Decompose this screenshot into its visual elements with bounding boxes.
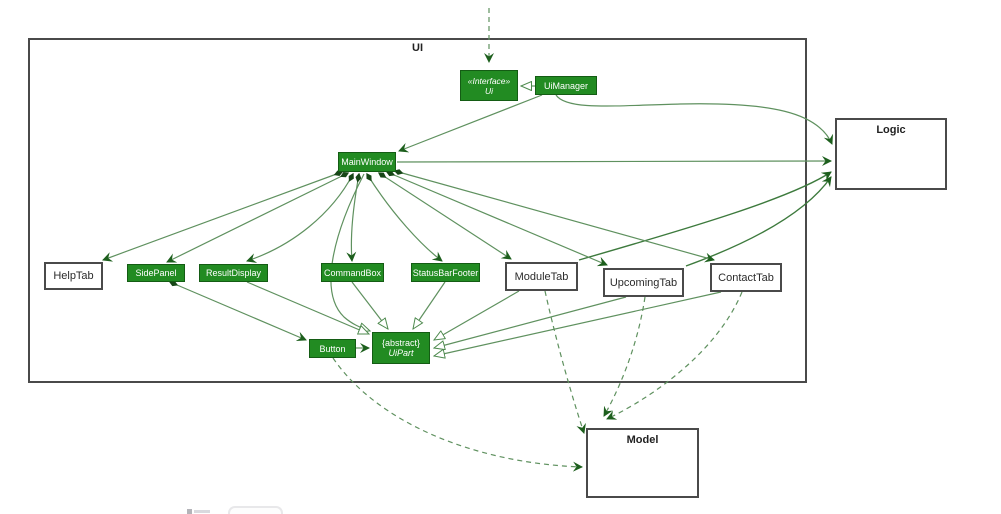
class-mainwindow: MainWindow [338,152,396,172]
model-component-box: Model [586,428,699,498]
ui-package-frame: UI [28,38,807,383]
button-name: Button [319,343,346,354]
helptab-name: HelpTab [53,270,94,282]
class-resultdisplay: ResultDisplay [199,264,268,282]
edge-mainwindow-uipart [330,173,370,331]
contacttab-name: ContactTab [718,271,774,284]
edge-moduletab-uipart [434,290,520,340]
edge-mainwindow-helptab [102,170,344,262]
class-contacttab: ContactTab [710,263,782,292]
uipart-name: UiPart [388,348,414,358]
cropped-text-artifact [194,510,210,513]
class-uipart: {abstract} UiPart [372,332,430,364]
edge-mainwindow-upcomingtab [385,170,608,267]
edge-contacttab-model [606,291,743,420]
uimanager-name: UiManager [543,80,589,91]
edge-mainwindow-sidepanel [166,172,350,263]
class-button: Button [309,339,356,358]
edge-resultdisplay-uipart [246,281,369,335]
edge-moduletab-logic [578,171,832,261]
edge-button-model [332,357,583,472]
logic-component-box: Logic [835,118,947,190]
class-statusbarfooter: StatusBarFooter [411,263,480,282]
cropped-button-artifact [228,506,283,514]
ui-interface-name: Ui [484,85,494,96]
edge-upcomingtab-model [603,296,646,417]
class-uimanager: UiManager [535,76,597,95]
class-commandbox: CommandBox [321,263,384,282]
ui-package-label: UI [412,42,423,54]
ui-interface-stereotype: «Interface» [467,75,511,86]
edge-upcomingtab-uipart [434,296,627,348]
edge-mainwindow-logic [396,156,832,167]
edge-moduletab-model [544,290,586,434]
mainwindow-name: MainWindow [341,157,393,167]
edge-contacttab-uipart [434,291,722,356]
edge-statusbarfooter-uipart [413,281,446,329]
cropped-text-artifact [187,509,192,514]
edge-mainwindow-resultdisplay [246,172,354,263]
resultdisplay-name: ResultDisplay [205,268,262,278]
uipart-modifier: {abstract} [381,338,421,348]
edge-commandbox-uipart [351,281,388,329]
class-sidepanel: SidePanel [127,264,185,282]
moduletab-name: ModuleTab [514,270,569,283]
edge-uimanager-logic [555,94,833,145]
logic-label: Logic [876,124,906,136]
commandbox-name: CommandBox [323,267,382,278]
edge-mainwindow-contacttab [393,169,715,263]
class-upcomingtab: UpcomingTab [603,268,684,297]
edge-sidepanel-button [168,280,307,342]
edge-mainwindow-commandbox [346,172,362,262]
class-helptab: HelpTab [44,262,103,290]
model-label: Model [626,434,659,446]
edge-mainwindow-statusbarfooter [366,172,443,262]
class-moduletab: ModuleTab [505,262,578,291]
sidepanel-name: SidePanel [135,268,177,278]
class-ui-interface: «Interface» Ui [460,70,518,101]
upcomingtab-name: UpcomingTab [609,276,678,289]
edge-uimanager-mainwindow [398,94,543,153]
statusbarfooter-name: StatusBarFooter [412,267,479,278]
